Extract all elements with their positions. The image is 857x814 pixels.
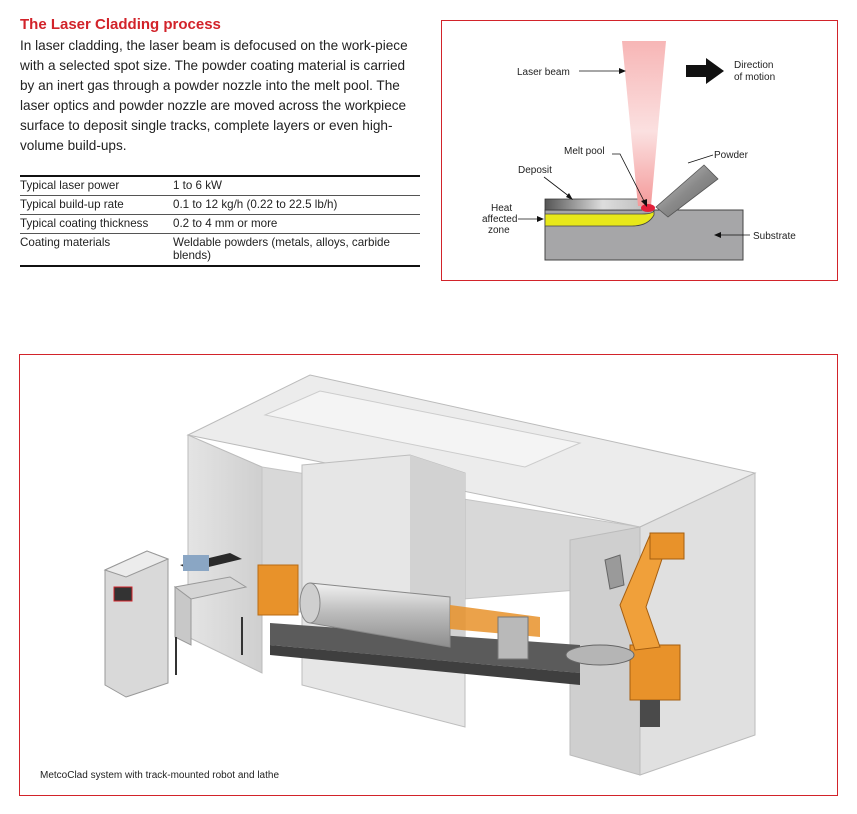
substrate-label: Substrate xyxy=(753,231,796,242)
table-row: Typical laser power 1 to 6 kW xyxy=(20,175,420,196)
deposit-layer xyxy=(544,198,651,211)
spec-label: Coating materials xyxy=(20,233,173,267)
direction-label-line2: of motion xyxy=(734,72,775,83)
section-heading: The Laser Cladding process xyxy=(20,16,221,33)
melt-pool xyxy=(641,204,655,212)
process-diagram: Direction of motion Laser beam Melt pool… xyxy=(441,20,838,281)
heat-affected-zone xyxy=(544,209,655,227)
deposit-label: Deposit xyxy=(518,165,552,176)
system-photo: MetcoClad system with track-mounted robo… xyxy=(19,354,838,796)
spec-value: Weldable powders (metals, alloys, carbid… xyxy=(173,233,420,267)
photo-caption: MetcoClad system with track-mounted robo… xyxy=(40,770,279,781)
heat-zone-label-line3: zone xyxy=(488,225,510,236)
heat-zone-label-line2: affected xyxy=(482,214,517,225)
track-rail xyxy=(270,623,580,673)
spec-value: 0.1 to 12 kg/h (0.22 to 22.5 lb/h) xyxy=(173,195,420,215)
laser-beam-label: Laser beam xyxy=(517,67,570,78)
enclosure-left-wall xyxy=(187,434,263,674)
spec-value: 0.2 to 4 mm or more xyxy=(173,214,420,234)
control-cabinet xyxy=(103,550,170,698)
powder-label: Powder xyxy=(714,150,749,161)
spec-label: Typical coating thickness xyxy=(20,214,173,234)
melt-pool-label: Melt pool xyxy=(564,146,605,157)
table-row: Typical build-up rate 0.1 to 12 kg/h (0.… xyxy=(20,195,420,215)
lathe-tailstock xyxy=(497,616,529,660)
operator-console xyxy=(173,553,248,675)
spec-label: Typical build-up rate xyxy=(20,195,173,215)
direction-label-line1: Direction xyxy=(734,60,773,71)
intro-paragraph: In laser cladding, the laser beam is def… xyxy=(20,38,408,153)
system-illustration xyxy=(103,374,757,776)
powder-nozzle xyxy=(655,164,719,218)
lathe-headstock xyxy=(257,564,299,616)
heat-zone-label-line1: Heat xyxy=(491,203,512,214)
table-row: Typical coating thickness 0.2 to 4 mm or… xyxy=(20,214,420,234)
cladding-robot xyxy=(565,532,685,727)
specs-table: Typical laser power 1 to 6 kW Typical bu… xyxy=(20,175,420,267)
spec-value: 1 to 6 kW xyxy=(173,175,420,196)
direction-arrow xyxy=(686,58,724,84)
spec-label: Typical laser power xyxy=(20,175,173,196)
table-row: Coating materials Weldable powders (meta… xyxy=(20,233,420,267)
laser-beam xyxy=(622,41,666,206)
process-diagram-svg: Direction of motion Laser beam Melt pool… xyxy=(482,41,796,261)
